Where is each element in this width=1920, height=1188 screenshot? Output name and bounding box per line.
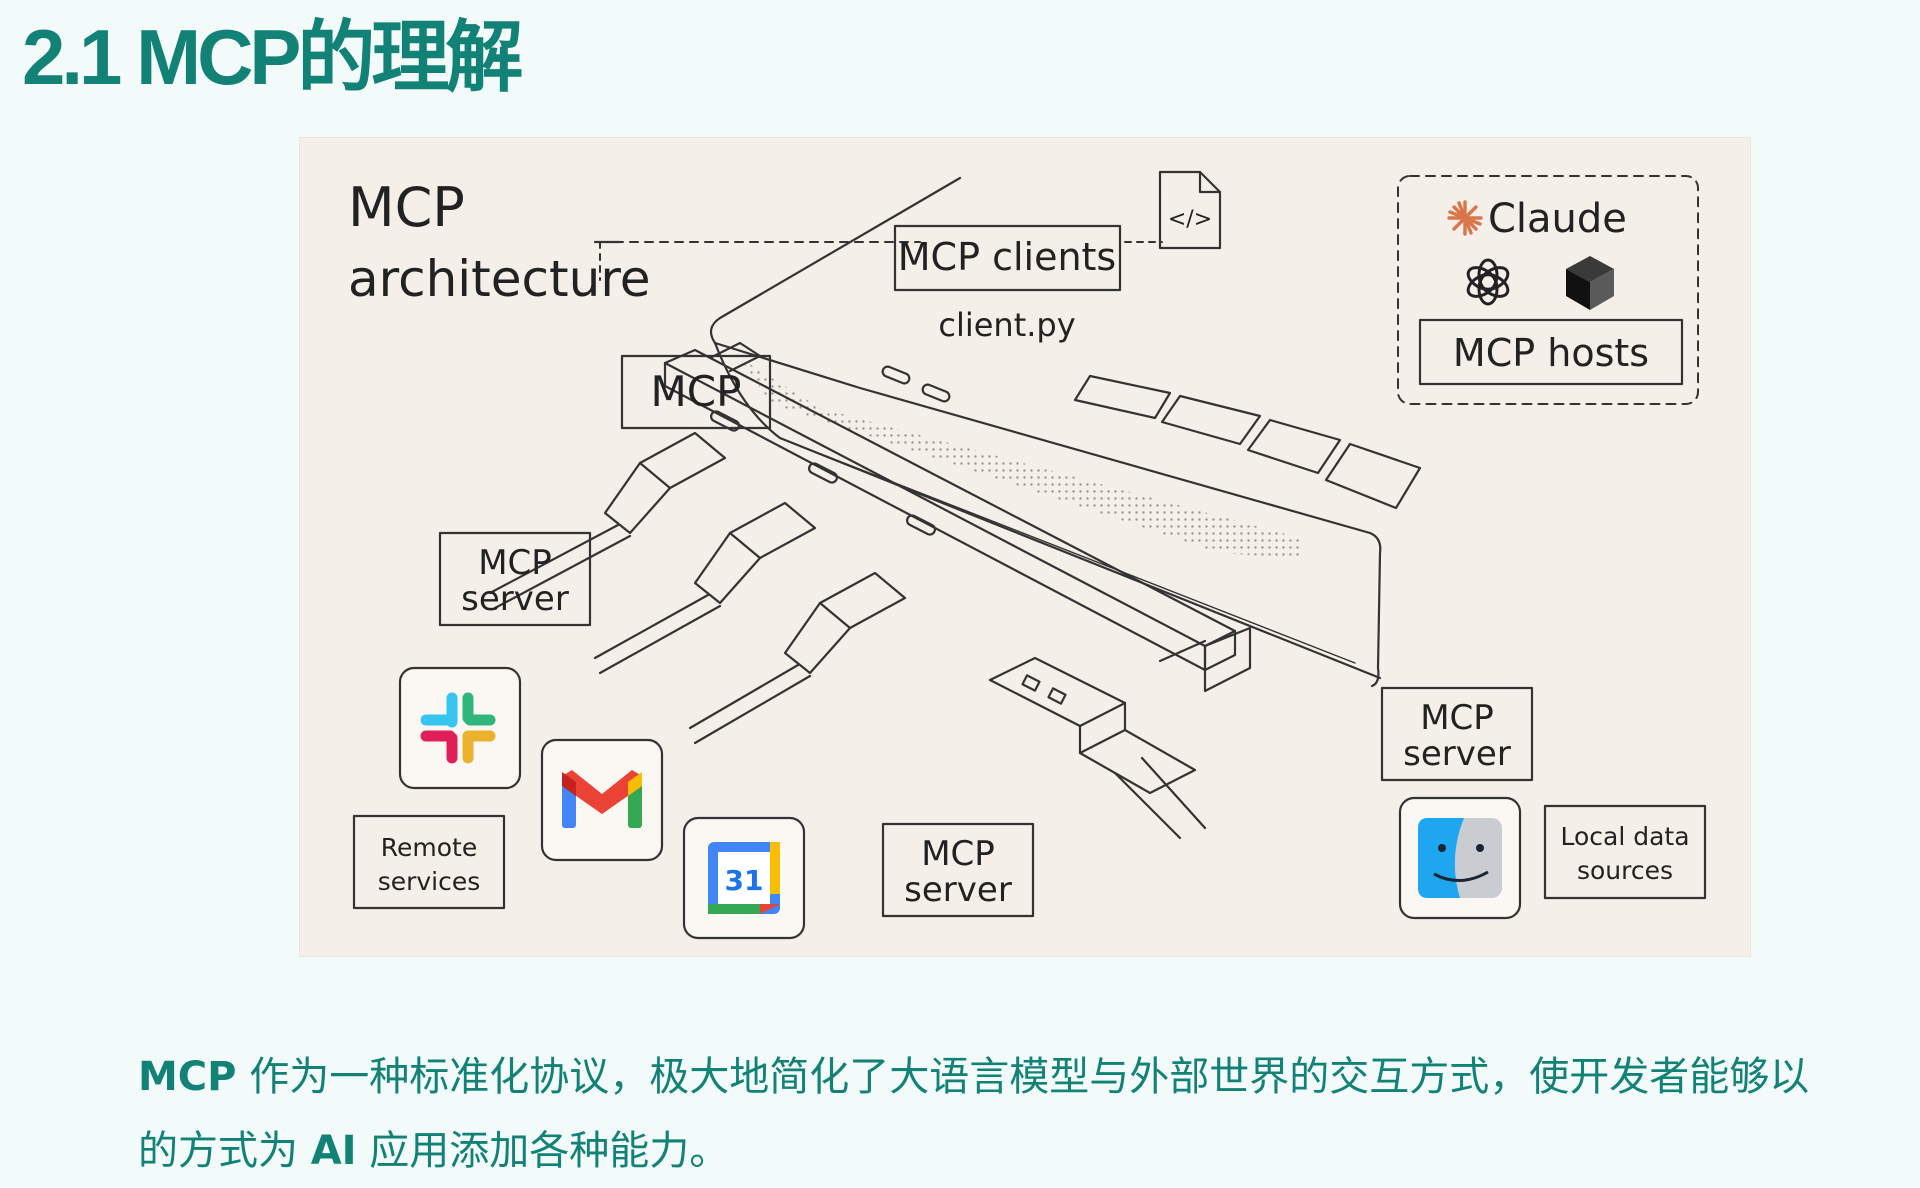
mcp-label: MCP — [651, 367, 742, 416]
laptop-screen-edge — [709, 176, 962, 345]
google-calendar-icon: 31 — [708, 842, 780, 914]
mcp-server-remote-box — [438, 531, 592, 627]
hosts-group-box — [1397, 175, 1699, 405]
figure-title-line1: MCP — [348, 176, 465, 239]
page-title: 2.1 MCP的理解 — [22, 13, 523, 101]
openai-icon — [1466, 258, 1510, 306]
mcp-server-local-box — [1380, 686, 1534, 782]
mcp-server-mid-top: MCP — [921, 834, 995, 874]
laptop-base-back — [713, 341, 1372, 535]
usb-a-plug — [988, 656, 1127, 728]
architecture-diagram: </> MCP architecture MCP clients client.… — [348, 170, 1707, 940]
mcp-server-mid-bottom: server — [904, 870, 1012, 910]
laptop-base-front — [713, 341, 1382, 680]
cube-icon — [1566, 256, 1614, 310]
paragraph-line-2-start: 的方式为 — [138, 1128, 311, 1174]
claude-label: Claude — [1488, 196, 1627, 242]
client-file-label: client.py — [938, 306, 1075, 344]
slack-icon — [420, 692, 496, 764]
remote-services-top: Remote — [381, 833, 477, 862]
mcp-box — [620, 354, 772, 430]
finder-icon — [1418, 818, 1502, 898]
gmail-icon — [562, 770, 642, 828]
mcp-server-local-bottom: server — [1403, 734, 1511, 774]
paragraph-line-2-end: 应用添加各种能力。 — [356, 1128, 730, 1174]
local-data-box — [1543, 804, 1707, 900]
mcp-server-mid-box — [881, 822, 1035, 918]
usb-c-plug-slack — [638, 431, 727, 490]
usb-hub-port-end — [1203, 626, 1252, 693]
mcp-server-remote-top: MCP — [478, 543, 552, 583]
usb-c-plug-calendar — [818, 571, 907, 630]
calendar-day: 31 — [725, 864, 764, 897]
code-glyph: </> — [1168, 207, 1212, 232]
mcp-architecture-figure: </> MCP architecture MCP clients client.… — [300, 138, 1750, 956]
paragraph-line-1-text: 作为一种标准化协议，极大地简化了大语言模型与外部世界的交互方式，使开发者能够以 — [236, 1054, 1810, 1100]
mcp-hosts-box — [1418, 318, 1684, 386]
description-paragraph: MCP 作为一种标准化协议，极大地简化了大语言模型与外部世界的交互方式，使开发者… — [138, 1040, 1920, 1188]
mcp-clients-box — [893, 224, 1122, 292]
remote-services-box — [352, 814, 506, 910]
figure-title-line2: architecture — [348, 250, 651, 308]
code-file-icon — [1158, 170, 1222, 250]
remote-services-bottom: services — [378, 867, 481, 896]
slack-tile — [398, 666, 522, 790]
laptop-speaker-grille — [740, 358, 1300, 558]
mcp-hosts-label: MCP hosts — [1453, 331, 1649, 375]
paragraph-line-1: MCP 作为一种标准化协议，极大地简化了大语言模型与外部世界的交互方式，使开发者… — [138, 1040, 1920, 1114]
mcp-server-local-top: MCP — [1420, 698, 1494, 738]
usb-c-plug-gmail — [728, 501, 817, 560]
local-data-bottom: sources — [1577, 856, 1673, 885]
mcp-server-remote-bottom: server — [461, 579, 569, 619]
local-data-top: Local data — [1560, 822, 1689, 851]
paragraph-term-ai: AI — [310, 1128, 357, 1174]
mcp-clients-label: MCP clients — [898, 235, 1116, 279]
claude-icon — [1447, 200, 1483, 236]
paragraph-term-mcp: MCP — [138, 1054, 237, 1100]
paragraph-line-2: 的方式为 AI 应用添加各种能力。 — [138, 1114, 1920, 1188]
